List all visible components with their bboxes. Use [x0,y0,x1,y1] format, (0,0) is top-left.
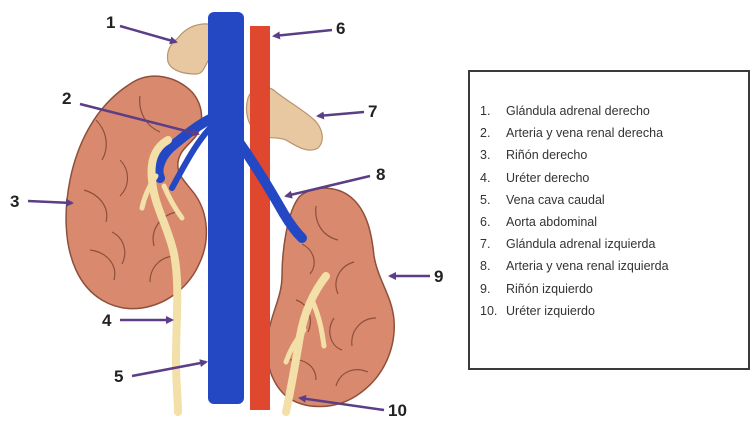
legend-item-number: 9. [480,278,506,300]
callout-number-8: 8 [376,165,385,184]
legend-item-label: Glándula adrenal izquierda [506,237,655,251]
legend-item: 3.Riñón derecho [480,144,748,166]
legend-item: 7.Glándula adrenal izquierda [480,233,748,255]
legend-item-label: Riñón derecho [506,148,587,162]
callout-number-2: 2 [62,89,71,108]
legend-item-label: Arteria y vena renal derecha [506,126,663,140]
legend-item-number: 6. [480,211,506,233]
abdominal-aorta [250,26,270,410]
legend-item: 4.Uréter derecho [480,167,748,189]
legend-item-number: 4. [480,167,506,189]
callout-number-3: 3 [10,192,19,211]
legend-item-number: 7. [480,233,506,255]
kidney-anatomy-diagram: 1 2 3 4 5 6 7 8 9 10 [0,0,460,421]
callout-number-1: 1 [106,13,115,32]
legend-item: 8.Arteria y vena renal izquierda [480,255,748,277]
callout-number-7: 7 [368,102,377,121]
legend-item-label: Uréter izquierdo [506,304,595,318]
legend-item: 9.Riñón izquierdo [480,278,748,300]
legend-item: 5.Vena cava caudal [480,189,748,211]
callout-arrow-1 [120,26,176,42]
legend-item-label: Riñón izquierdo [506,282,593,296]
legend-item-number: 3. [480,144,506,166]
legend-item: 2.Arteria y vena renal derecha [480,122,748,144]
legend-item: 10.Uréter izquierdo [480,300,748,322]
legend-item-label: Arteria y vena renal izquierda [506,259,669,273]
legend-item-label: Glándula adrenal derecho [506,104,650,118]
callout-number-10: 10 [388,401,407,420]
legend-box: 1.Glándula adrenal derecho 2.Arteria y v… [468,70,750,370]
callout-number-6: 6 [336,19,345,38]
legend-item: 6.Aorta abdominal [480,211,748,233]
callout-arrow-3 [28,201,72,203]
callout-arrow-7 [318,112,364,116]
callout-arrow-5 [132,362,206,376]
legend-item-number: 8. [480,255,506,277]
legend-item-number: 1. [480,100,506,122]
legend-item: 1.Glándula adrenal derecho [480,100,748,122]
legend-item-label: Vena cava caudal [506,193,605,207]
right-kidney [66,76,206,308]
legend-item-number: 5. [480,189,506,211]
legend-item-number: 10. [480,300,506,322]
legend-item-label: Aorta abdominal [506,215,597,229]
callout-number-5: 5 [114,367,123,386]
legend-item-number: 2. [480,122,506,144]
legend-list: 1.Glándula adrenal derecho 2.Arteria y v… [470,72,748,322]
caudal-vena-cava [208,12,244,404]
callout-number-9: 9 [434,267,443,286]
legend-item-label: Uréter derecho [506,171,589,185]
callout-number-4: 4 [102,311,112,330]
callout-arrow-6 [274,30,332,36]
